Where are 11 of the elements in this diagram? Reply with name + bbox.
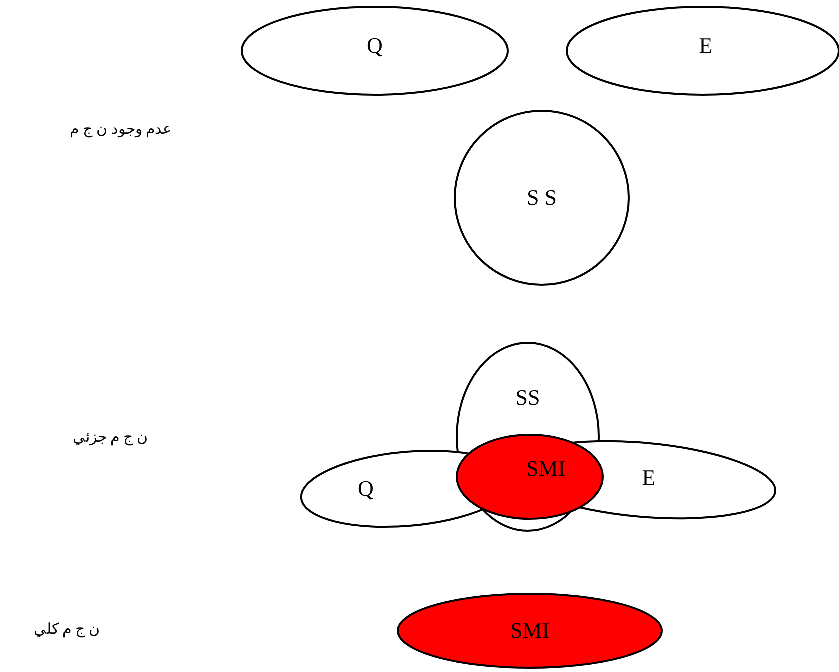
set-label: S S [527, 186, 557, 210]
set-label: Q [358, 477, 374, 501]
set-label: Q [367, 34, 383, 58]
set-label: SS [516, 386, 540, 410]
row-label: عدم وجود ن ج م [70, 121, 172, 140]
set-label: E [642, 466, 656, 490]
set-label: SMI [526, 457, 566, 481]
row-label: ن ج م كلي [34, 621, 100, 640]
set-label: E [699, 34, 713, 58]
row-label: ن ج م جزئي [72, 429, 148, 448]
set-label: SMI [510, 619, 550, 643]
